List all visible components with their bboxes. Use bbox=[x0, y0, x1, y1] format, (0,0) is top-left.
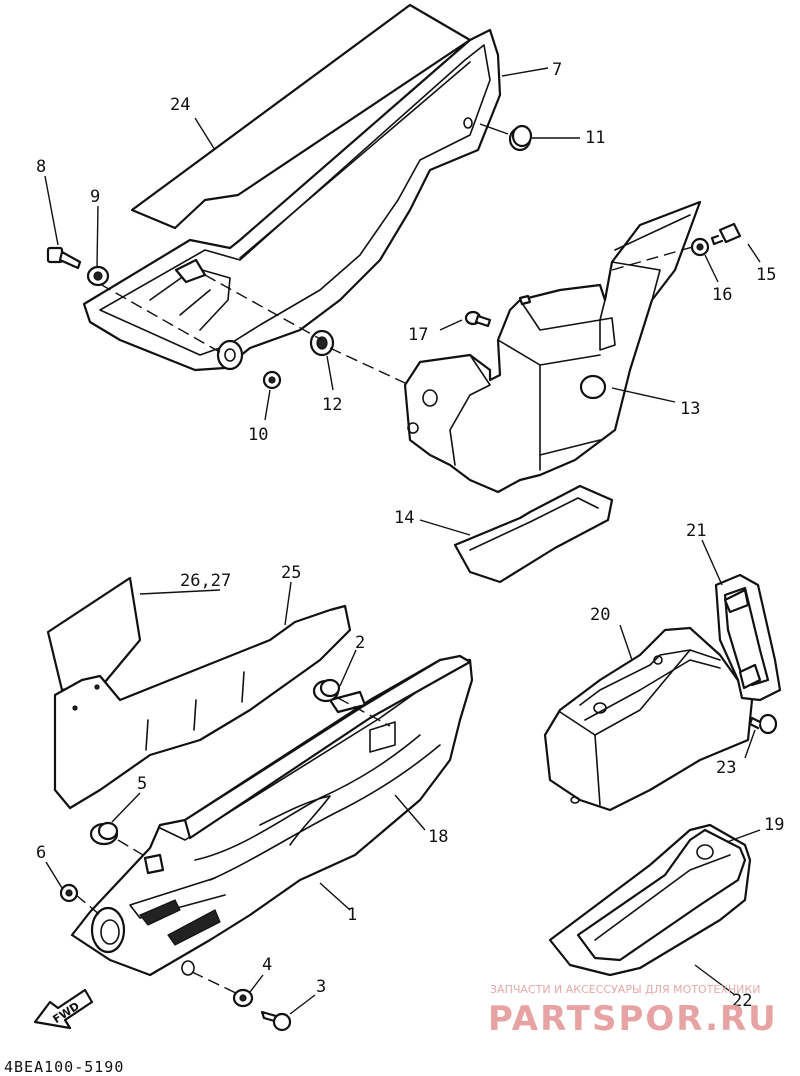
callout-4: 4 bbox=[262, 955, 272, 975]
part-9-collar bbox=[86, 265, 110, 287]
callout-13: 13 bbox=[680, 399, 700, 419]
callout-22: 22 bbox=[732, 991, 752, 1011]
part-5-damper bbox=[89, 821, 119, 846]
callout-1: 1 bbox=[347, 905, 357, 925]
part-4-washer bbox=[232, 988, 254, 1008]
part-10-nut bbox=[262, 370, 282, 390]
assembly-line bbox=[191, 971, 239, 995]
assembly-line bbox=[75, 894, 101, 916]
callout-6: 6 bbox=[36, 843, 46, 863]
watermark-tagline: ЗАПЧАСТИ И АКСЕССУАРЫ ДЛЯ МОТОТЕХНИКИ bbox=[490, 983, 760, 996]
part-8-bolt bbox=[46, 246, 82, 270]
diagram-code: 4BEA100-5190 bbox=[4, 1058, 124, 1076]
callout-24: 24 bbox=[170, 95, 190, 115]
part-25-decal bbox=[53, 604, 352, 810]
part-26-27-decal bbox=[46, 576, 142, 692]
callout-3: 3 bbox=[316, 977, 326, 997]
watermark: ЗАПЧАСТИ И АКСЕССУАРЫ ДЛЯ МОТОТЕХНИКИ PA… bbox=[488, 983, 778, 1039]
part-21-band bbox=[714, 573, 782, 702]
callout-26-27: 26,27 bbox=[180, 571, 231, 591]
assembly-line bbox=[117, 839, 149, 859]
part-2-damper bbox=[312, 678, 341, 703]
callout-12: 12 bbox=[322, 395, 342, 415]
part-13-battery-box bbox=[403, 200, 702, 494]
callout-21: 21 bbox=[686, 521, 706, 541]
part-12-damper bbox=[309, 329, 335, 357]
part-3-bolt bbox=[260, 1010, 292, 1032]
part-19-cushion bbox=[576, 828, 747, 962]
callout-9: 9 bbox=[90, 187, 100, 207]
callout-8: 8 bbox=[36, 157, 46, 177]
fwd-arrow-icon: FWD bbox=[33, 988, 94, 1030]
callout-14: 14 bbox=[394, 508, 414, 528]
part-14-rubber-mat bbox=[453, 484, 614, 584]
part-7-side-cover bbox=[82, 28, 502, 372]
leader-lines bbox=[44, 67, 761, 1015]
assembly-line bbox=[611, 245, 697, 271]
part-11-grommet bbox=[479, 123, 533, 152]
callout-2: 2 bbox=[355, 633, 365, 653]
callout-18: 18 bbox=[428, 827, 448, 847]
watermark-brand: PARTSPOR.RU bbox=[488, 999, 778, 1039]
callout-5: 5 bbox=[137, 774, 147, 794]
part-16-collar bbox=[690, 237, 710, 257]
callout-15: 15 bbox=[756, 265, 776, 285]
callout-10: 10 bbox=[248, 425, 268, 445]
callout-17: 17 bbox=[408, 325, 428, 345]
part-15-bolt bbox=[710, 222, 742, 246]
part-20-tool-bag bbox=[543, 626, 754, 812]
callout-11: 11 bbox=[585, 128, 605, 148]
callout-19: 19 bbox=[764, 815, 784, 835]
callout-23: 23 bbox=[716, 758, 736, 778]
callout-16: 16 bbox=[712, 285, 732, 305]
assembly-line bbox=[337, 697, 391, 727]
callout-20: 20 bbox=[590, 605, 610, 625]
part-17-bolt bbox=[464, 310, 492, 328]
assembly-line bbox=[204, 274, 323, 341]
callout-7: 7 bbox=[552, 60, 562, 80]
assembly-line bbox=[99, 283, 226, 356]
part-24-decal bbox=[130, 3, 472, 230]
callout-25: 25 bbox=[281, 563, 301, 583]
part-6-washer bbox=[59, 883, 79, 903]
part-23-bolt bbox=[748, 713, 778, 735]
